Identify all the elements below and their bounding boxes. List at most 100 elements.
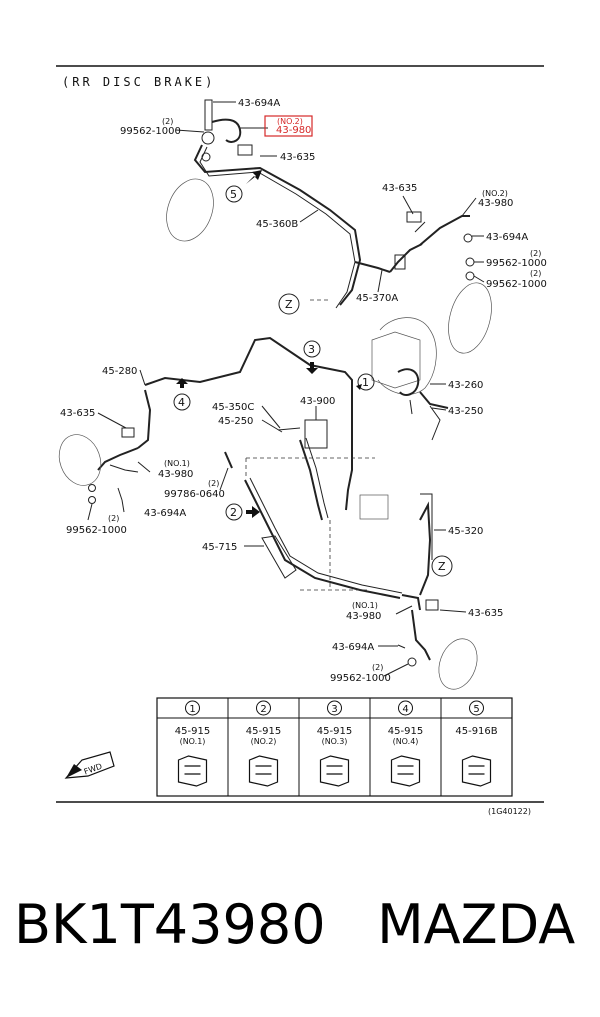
marker-1: 1 (352, 373, 375, 392)
clip-icon (461, 755, 492, 787)
rear-right-bottom-wheel (397, 599, 478, 690)
callout-99562-1000-right-1: 99562-1000 (486, 258, 547, 269)
marker-3: 3 (303, 340, 321, 374)
table-column-3: 3 45-915(NO.3) (317, 700, 352, 787)
table-part-sub: (NO.1) (180, 737, 206, 746)
callout-43-635-top: 43-635 (280, 152, 315, 163)
callout-43-250: 43-250 (448, 406, 483, 417)
callout-no1-bottom: (NO.1) (352, 601, 378, 610)
svg-text:3: 3 (308, 343, 315, 356)
table-number: 2 (260, 704, 266, 715)
clip-icon (248, 755, 279, 787)
table-column-2: 2 45-915(NO.2) (246, 700, 281, 787)
table-part-sub: (NO.2) (251, 737, 277, 746)
table-column-1: 1 45-915(NO.1) (175, 700, 210, 787)
part-number-caption: BK1T43980 MAZDA (14, 893, 576, 956)
svg-text:1: 1 (362, 376, 369, 389)
hardware-items (224, 419, 433, 579)
differential-housing (371, 317, 449, 441)
marker-z-top: Z (278, 293, 300, 315)
svg-text:5: 5 (230, 188, 237, 201)
callout-43-635-bottom: 43-635 (468, 608, 503, 619)
marker-2: 2 (225, 503, 260, 521)
clip-parts-table (156, 697, 513, 797)
table-column-4: 4 45-915(NO.4) (388, 700, 423, 787)
clip-icon (319, 755, 350, 787)
table-number: 1 (189, 704, 195, 715)
callout-99562-1000-right-2: 99562-1000 (486, 279, 547, 290)
callout-43-694a-bottom: 43-694A (332, 642, 374, 653)
callout-45-280: 45-280 (102, 366, 137, 377)
callout-43-900: 43-900 (300, 396, 335, 407)
table-number: 4 (402, 704, 408, 715)
callout-99562-1000-top: 99562-1000 (120, 126, 181, 137)
callout-no1-left: (NO.1) (164, 459, 190, 468)
callout-45-350c: 45-350C (212, 402, 254, 413)
callout-43-635-right: 43-635 (382, 183, 417, 194)
table-part-number: 45-915 (388, 726, 423, 737)
callout-43-260: 43-260 (448, 380, 483, 391)
clip-parts-table-cells: 145-915(NO.1)245-915(NO.2)345-915(NO.3)4… (175, 700, 498, 787)
table-part-number: 45-916B (455, 726, 497, 737)
table-number: 5 (473, 704, 479, 715)
table-part-sub: (NO.4) (393, 737, 419, 746)
callout-99562-1000-left: 99562-1000 (66, 525, 127, 536)
callout-43-980-highlight: 43-980 (276, 125, 311, 136)
callout-43-980-left: 43-980 (158, 469, 193, 480)
main-brake-lines (97, 336, 432, 661)
callout-43-694a-top: 43-694A (238, 98, 280, 109)
svg-text:4: 4 (178, 396, 185, 409)
callout-qty-right-2: (2) (530, 269, 541, 278)
table-number-circle (185, 700, 200, 716)
callout-45-715: 45-715 (202, 542, 237, 553)
table-number: 3 (331, 704, 337, 715)
table-part-number: 45-915 (175, 726, 210, 737)
diagram-title: (RR DISC BRAKE) (62, 75, 215, 89)
reference-markers: 5 Z 3 4 1 2 Z (173, 170, 453, 577)
figure-code: (1G40122) (488, 807, 531, 816)
svg-text:2: 2 (230, 506, 237, 519)
callout-45-250: 45-250 (218, 416, 253, 427)
table-number-circle (469, 700, 484, 716)
marker-5: 5 (225, 170, 262, 203)
callout-99562-1000-bottom: 99562-1000 (330, 673, 391, 684)
callout-qty-left-bottom: (2) (108, 514, 119, 523)
parts-diagram: (RR DISC BRAKE) (56, 65, 547, 816)
callout-43-980-right: 43-980 (478, 198, 513, 209)
callout-qty-bolt: (2) (208, 479, 219, 488)
fwd-arrow: FWD (64, 751, 115, 779)
marker-z-bottom: Z (431, 555, 453, 577)
table-number-circle (256, 700, 271, 716)
marker-4: 4 (173, 378, 191, 411)
highlight-box (264, 115, 313, 137)
brake-line-diagram-svg: (RR DISC BRAKE) (56, 65, 547, 816)
clip-icon (177, 755, 208, 787)
callout-43-694a-right: 43-694A (486, 232, 528, 243)
callout-45-320: 45-320 (448, 526, 483, 537)
clip-icon (390, 755, 421, 787)
callout-43-694a-left: 43-694A (144, 508, 186, 519)
table-part-number: 45-915 (246, 726, 281, 737)
rear-right-top-assembly (389, 211, 492, 354)
table-part-sub: (NO.3) (322, 737, 348, 746)
callout-qty-bottom: (2) (372, 663, 383, 672)
callout-no2-highlight: (NO.2) (277, 117, 303, 126)
callout-no2-right: (NO.2) (482, 189, 508, 198)
callout-qty-right-1: (2) (530, 249, 541, 258)
table-number-circle (327, 700, 342, 716)
callout-45-360b: 45-360B (256, 219, 298, 230)
callout-qty-top: (2) (162, 117, 173, 126)
callout-labels: 43-694A (2) 99562-1000 (NO.2) 43-980 43-… (60, 98, 547, 684)
callout-99786-0640: 99786-0640 (164, 489, 225, 500)
rear-left-top-assembly (166, 99, 391, 309)
leader-lines (87, 101, 485, 677)
callout-43-635-left: 43-635 (60, 408, 95, 419)
table-number-circle (398, 700, 413, 716)
svg-text:Z: Z (285, 298, 293, 311)
callout-43-980-bottom: 43-980 (346, 611, 381, 622)
svg-text:Z: Z (438, 560, 446, 573)
callout-45-370a: 45-370A (356, 293, 398, 304)
rear-left-wheel (58, 427, 135, 504)
table-part-number: 45-915 (317, 726, 352, 737)
table-column-5: 5 45-916B (455, 700, 498, 787)
